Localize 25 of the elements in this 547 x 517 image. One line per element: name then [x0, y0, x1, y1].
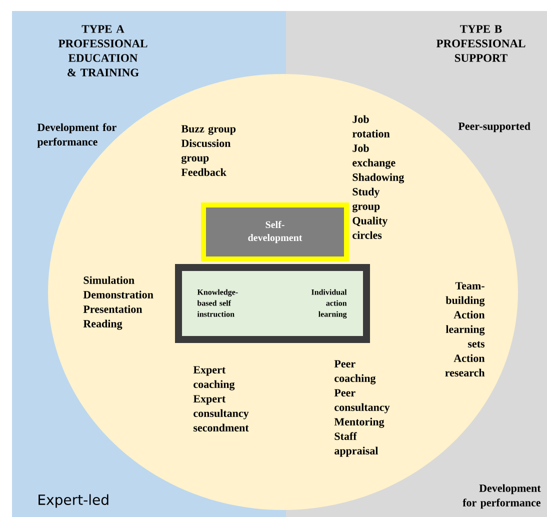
label: Shadowing	[352, 173, 404, 184]
label: Presentation	[83, 305, 142, 313]
corner-label: Expert-led	[38, 494, 108, 508]
self-development-box: Self-development	[201, 202, 349, 262]
label: Peer coaching	[334, 360, 376, 384]
label: Simulation	[84, 276, 134, 284]
label: Reading	[83, 320, 122, 330]
learning-box: Knowledge-based self instruction Individual action learning	[175, 264, 370, 343]
category-label: Development for performance	[462, 484, 541, 509]
item-list: Simulation Demonstration Presentation Reading	[83, 276, 154, 330]
item-list: Expert coaching Expert consultancy secondment	[193, 366, 249, 432]
category-label: Development for performance	[37, 123, 116, 148]
label: Job exchange	[352, 144, 396, 169]
label: Demonstration	[83, 290, 154, 298]
label: Study group	[352, 188, 380, 212]
item-list: Team-building Action learning sets Action research	[445, 282, 485, 376]
label: Staff appraisal	[334, 432, 378, 457]
item-list: Job rotation Job exchange Shadowing Study group Quality circles	[352, 115, 404, 239]
item-list: Peer coaching Peer consultancy Mentoring Staff appraisal	[334, 360, 390, 457]
label: Job rotation	[352, 115, 390, 138]
item-list: Buzz group Discussion group Feedback	[181, 125, 236, 176]
label: Quality circles	[352, 216, 388, 239]
label: Peer consultancy	[334, 389, 390, 414]
category-label: Peer-supported	[458, 122, 530, 132]
label: Mentoring	[334, 418, 384, 428]
